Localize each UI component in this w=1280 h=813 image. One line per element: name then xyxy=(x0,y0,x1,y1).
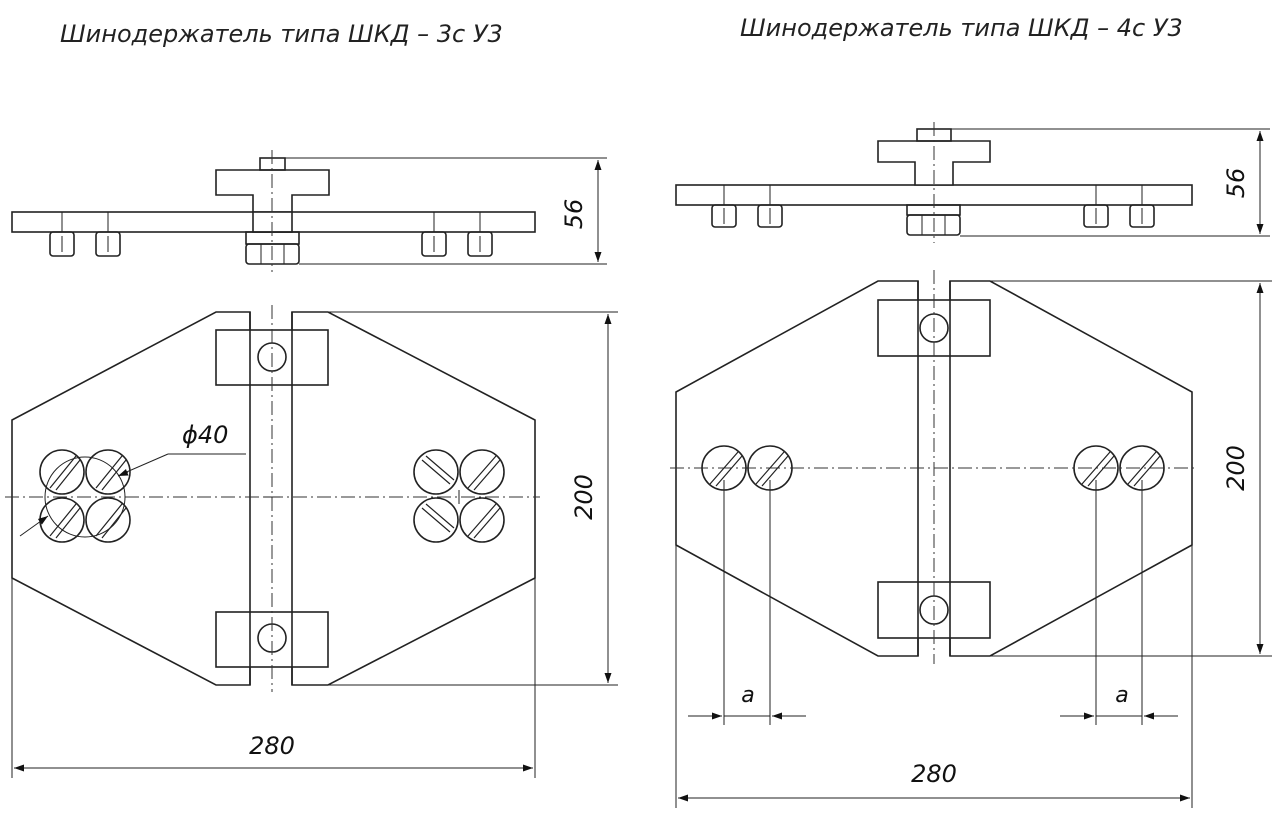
right-dim-width: 280 xyxy=(675,545,1193,808)
right-dim-height: 56 xyxy=(951,128,1270,237)
left-plan-view: ϕ40 xyxy=(5,305,540,692)
right-drawing: Шинодержатель типа ШКД – 4с У3 xyxy=(670,14,1272,808)
right-dim-gap-right: a xyxy=(1060,683,1178,720)
left-hole-group-b xyxy=(413,449,505,543)
left-drawing: Шинодержатель типа ШКД – 3с У3 xyxy=(5,20,618,778)
right-dim-length: 200 xyxy=(990,280,1272,657)
left-dim-height: 56 xyxy=(285,157,607,265)
right-length-label: 200 xyxy=(1222,445,1250,491)
right-dim-gap-left: a xyxy=(688,683,806,720)
left-height-label: 56 xyxy=(560,199,588,230)
left-length-label: 200 xyxy=(570,474,598,520)
right-height-label: 56 xyxy=(1222,168,1250,199)
left-dim-width: 280 xyxy=(11,578,536,778)
left-title: Шинодержатель типа ШКД – 3с У3 xyxy=(60,20,503,48)
right-gap-left-label: a xyxy=(741,683,754,708)
left-hole-group-a xyxy=(39,449,131,543)
right-side-view xyxy=(675,122,1193,243)
left-dim-length: 200 xyxy=(328,311,618,686)
right-plan-view xyxy=(670,270,1198,725)
right-title: Шинодержатель типа ШКД – 4с У3 xyxy=(740,14,1183,42)
left-side-view xyxy=(11,150,536,272)
left-width-label: 280 xyxy=(249,732,295,760)
right-width-label: 280 xyxy=(911,760,957,788)
right-gap-right-label: a xyxy=(1115,683,1128,708)
left-diameter-label: ϕ40 xyxy=(182,421,228,449)
